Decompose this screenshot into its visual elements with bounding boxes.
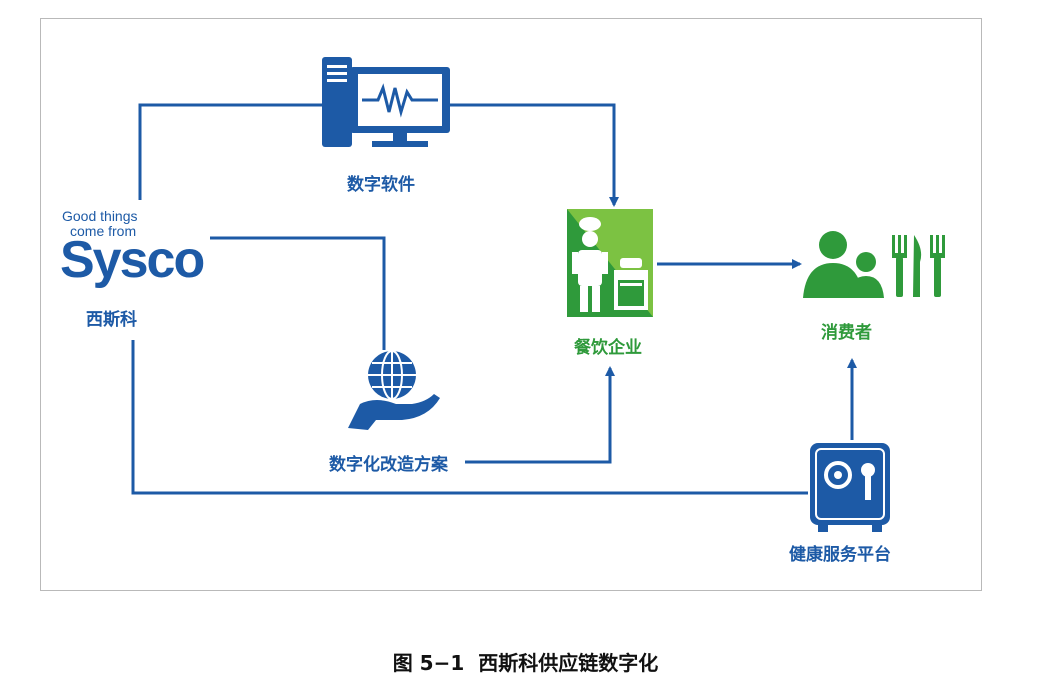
computer-icon <box>322 57 450 147</box>
restaurant-label: 餐饮企业 <box>574 338 642 358</box>
diagram-frame <box>40 18 982 591</box>
caption-number: 图 5−1 <box>392 651 465 675</box>
solution-label: 数字化改造方案 <box>329 455 448 475</box>
software-label: 数字软件 <box>347 175 415 195</box>
sysco-label: 西斯科 <box>86 310 137 330</box>
safe-icon <box>810 443 890 532</box>
svg-text:Sysco: Sysco <box>60 231 203 289</box>
caption-title: 西斯科供应链数字化 <box>478 651 659 675</box>
arrow-solution-to-restaurant <box>465 366 615 464</box>
people-cutlery-icon <box>803 231 945 298</box>
line-sysco-to-health <box>131 340 808 495</box>
svg-text:Good things: Good things <box>62 208 138 224</box>
sysco-logo: Good things come from Sysco <box>60 208 205 289</box>
svg-text:come from: come from <box>70 223 136 239</box>
line-sysco-to-solution <box>210 236 386 350</box>
figure-caption: 图 5−1 西斯科供应链数字化 <box>0 647 1051 676</box>
globe-hand-icon <box>348 350 440 430</box>
chef-icon <box>567 209 653 317</box>
consumer-label: 消费者 <box>821 323 872 343</box>
health-label: 健康服务平台 <box>789 545 891 565</box>
